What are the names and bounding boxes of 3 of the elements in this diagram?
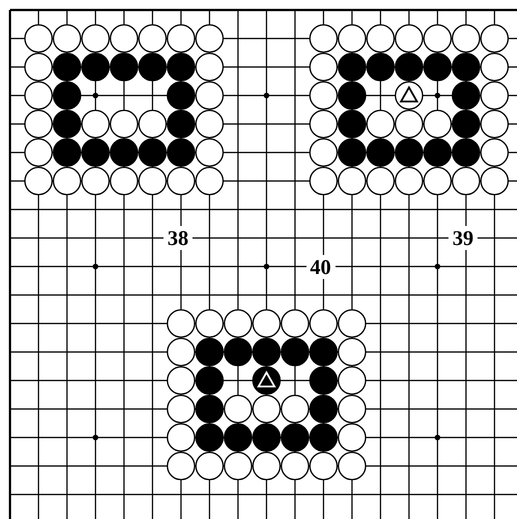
move-number: 38 [164,226,192,250]
move-number: 39 [448,226,478,250]
move-number: 40 [306,254,335,278]
